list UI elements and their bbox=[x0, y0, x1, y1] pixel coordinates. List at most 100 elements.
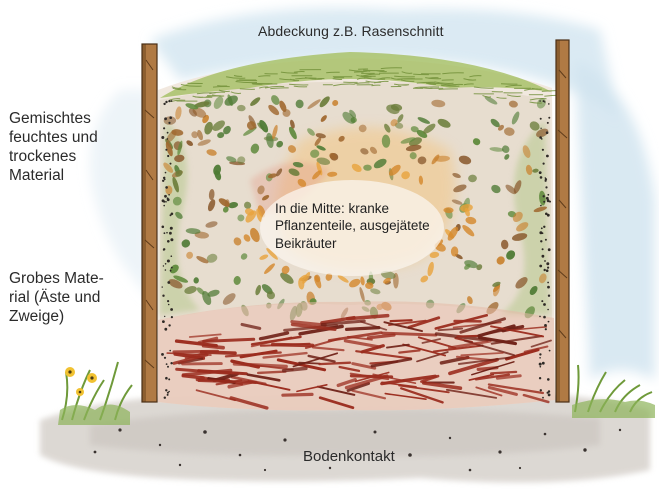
edge-dot bbox=[547, 214, 550, 217]
edge-dot bbox=[167, 132, 169, 134]
edge-dot bbox=[171, 100, 173, 102]
twig-mark bbox=[457, 336, 480, 337]
edge-dot bbox=[543, 195, 545, 197]
center-label: In die Mitte: kranke Pflanzenteile, ausg… bbox=[275, 200, 430, 252]
edge-dot bbox=[168, 304, 170, 306]
edge-dot bbox=[539, 316, 541, 318]
grass-stroke bbox=[361, 76, 376, 77]
edge-dot bbox=[163, 127, 165, 129]
edge-dot bbox=[543, 303, 546, 306]
edge-dot bbox=[541, 227, 543, 229]
edge-dot bbox=[542, 255, 545, 258]
twig-mark bbox=[202, 352, 235, 353]
edge-dot bbox=[540, 205, 542, 207]
twig-mark bbox=[491, 372, 516, 374]
edge-dot bbox=[545, 239, 547, 241]
edge-dot bbox=[540, 176, 543, 179]
edge-dot bbox=[545, 328, 547, 330]
edge-dot bbox=[163, 248, 165, 250]
edge-dot bbox=[166, 232, 168, 234]
twig-mark bbox=[283, 394, 312, 395]
edge-dot bbox=[169, 350, 171, 352]
edge-dot bbox=[167, 300, 169, 302]
edge-dot bbox=[548, 248, 551, 251]
twig-mark bbox=[258, 372, 285, 373]
edge-dot bbox=[164, 232, 166, 234]
edge-dot bbox=[170, 270, 172, 272]
edge-dot bbox=[165, 186, 168, 189]
edge-dot bbox=[164, 316, 165, 317]
edge-dot bbox=[171, 255, 173, 257]
edge-dot bbox=[167, 138, 169, 140]
edge-dot bbox=[165, 149, 167, 151]
edge-dot bbox=[165, 263, 167, 265]
edge-dot bbox=[545, 177, 546, 178]
edge-dot bbox=[539, 100, 541, 102]
edge-dot bbox=[171, 267, 173, 269]
edge-dot bbox=[539, 357, 541, 359]
edge-dot bbox=[548, 103, 550, 105]
edge-dot bbox=[548, 390, 550, 392]
edge-dot bbox=[544, 269, 546, 271]
edge-dot bbox=[161, 136, 164, 139]
edge-dot bbox=[540, 128, 541, 129]
edge-dot bbox=[544, 324, 547, 327]
edge-dot bbox=[543, 201, 545, 203]
grass-stroke bbox=[363, 70, 384, 71]
edge-dot bbox=[543, 316, 546, 319]
edge-dot bbox=[162, 226, 165, 229]
edge-dot bbox=[549, 350, 551, 352]
right-post bbox=[556, 40, 569, 402]
edge-dot bbox=[540, 366, 542, 368]
edge-dot bbox=[542, 149, 544, 151]
edge-dot bbox=[546, 131, 549, 134]
edge-dot bbox=[169, 232, 172, 235]
edge-dot bbox=[169, 116, 172, 119]
edge-dot bbox=[162, 320, 165, 323]
edge-dot bbox=[164, 397, 166, 399]
edge-dot bbox=[170, 308, 173, 311]
plants-left bbox=[58, 362, 132, 425]
edge-dot bbox=[164, 357, 166, 359]
edge-dot bbox=[548, 295, 550, 297]
edge-dot bbox=[548, 394, 551, 397]
edge-dot bbox=[541, 138, 543, 140]
cover-label: Abdeckung z.B. Rasenschnitt bbox=[258, 23, 444, 40]
twig-mark bbox=[199, 381, 256, 383]
edge-dot bbox=[539, 171, 542, 174]
edge-dot bbox=[161, 353, 164, 356]
edge-dot bbox=[547, 122, 549, 124]
edge-dot bbox=[544, 101, 545, 102]
edge-dot bbox=[166, 363, 168, 365]
edge-dot bbox=[163, 201, 165, 203]
edge-dot bbox=[545, 186, 547, 188]
edge-dot bbox=[546, 262, 549, 265]
edge-dot bbox=[539, 353, 541, 355]
grass-stroke bbox=[213, 87, 230, 88]
edge-dot bbox=[164, 117, 167, 120]
grass-stroke bbox=[240, 89, 255, 90]
edge-dot bbox=[164, 328, 167, 331]
edge-dot bbox=[165, 377, 168, 380]
edge-dot bbox=[165, 389, 167, 391]
edge-dot bbox=[547, 378, 550, 381]
edge-dot bbox=[542, 362, 545, 365]
edge-dot bbox=[168, 122, 170, 124]
edge-dot bbox=[541, 300, 543, 302]
edge-dot bbox=[545, 180, 547, 182]
edge-dot bbox=[170, 227, 173, 230]
edge-dot bbox=[547, 267, 549, 269]
edge-dot bbox=[542, 248, 544, 250]
edge-dot bbox=[547, 309, 549, 311]
edge-dot bbox=[168, 391, 170, 393]
left-post bbox=[142, 44, 157, 402]
grass-stroke bbox=[413, 74, 429, 75]
grass-stroke bbox=[428, 83, 443, 84]
edge-dot bbox=[165, 269, 167, 271]
edge-dot bbox=[547, 194, 549, 196]
edge-dot bbox=[167, 240, 170, 243]
edge-dot bbox=[171, 316, 173, 318]
edge-dot bbox=[539, 363, 542, 366]
edge-dot bbox=[544, 260, 546, 262]
edge-dot bbox=[168, 378, 170, 380]
